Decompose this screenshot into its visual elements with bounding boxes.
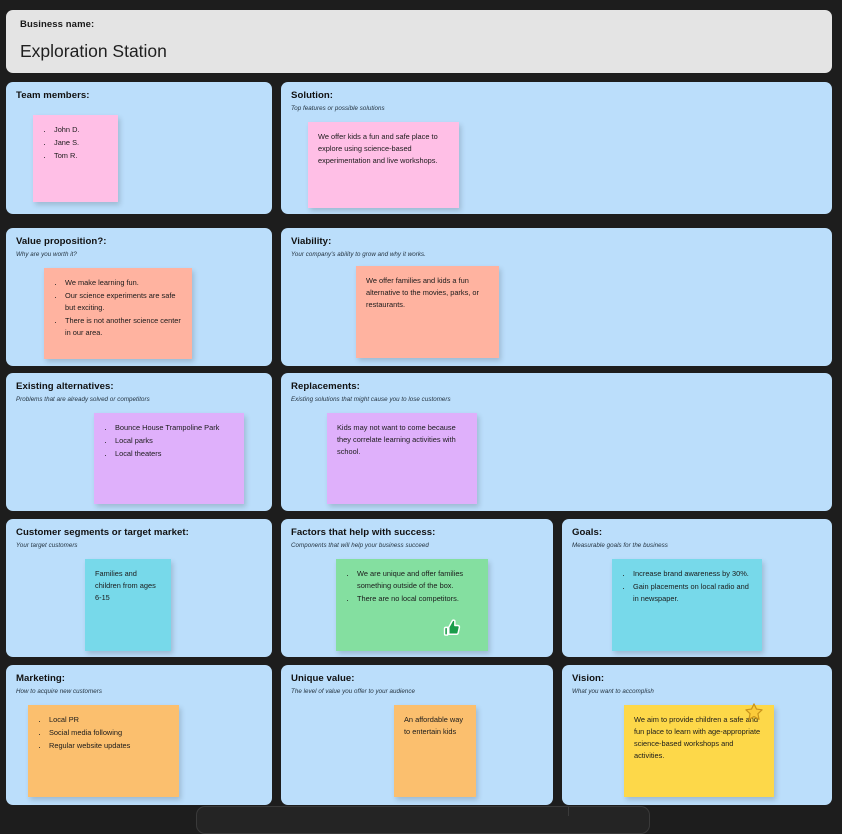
panel-subtitle: What you want to accomplish xyxy=(572,687,654,695)
panel-factors-for-success[interactable]: Factors that help with success: Componen… xyxy=(281,519,553,657)
panel-subtitle: Your target customers xyxy=(16,541,78,549)
sticky-note-team-members[interactable]: John D. Jane S. Tom R. xyxy=(33,115,118,202)
sticky-note-customer-segments[interactable]: Families and children from ages 6-15 xyxy=(85,559,171,651)
list-item: Our science experiments are safe but exc… xyxy=(64,290,182,314)
list-item: Social media following xyxy=(48,727,169,739)
panel-subtitle: How to acquire new customers xyxy=(16,687,102,695)
sticky-note-unique-value[interactable]: An affordable way to entertain kids xyxy=(394,705,476,797)
note-text: An affordable way to entertain kids xyxy=(404,715,464,736)
sticky-note-goals[interactable]: Increase brand awareness by 30%. Gain pl… xyxy=(612,559,762,651)
panel-title: Factors that help with success: xyxy=(291,527,436,538)
note-list: John D. Jane S. Tom R. xyxy=(43,124,108,162)
panel-title: Team members: xyxy=(16,90,90,101)
panel-unique-value[interactable]: Unique value: The level of value you off… xyxy=(281,665,553,805)
panel-team-members[interactable]: Team members: John D. Jane S. Tom R. xyxy=(6,82,272,214)
sticky-note-value-proposition[interactable]: We make learning fun. Our science experi… xyxy=(44,268,192,359)
panel-title: Existing alternatives: xyxy=(16,381,114,392)
business-name-header[interactable]: Business name: Exploration Station xyxy=(6,10,832,73)
sticky-note-replacements[interactable]: Kids may not want to come because they c… xyxy=(327,413,477,504)
lean-canvas-board: Business name: Exploration Station Team … xyxy=(0,0,842,813)
sticky-note-factors-for-success[interactable]: We are unique and offer families somethi… xyxy=(336,559,488,651)
panel-subtitle: Top features or possible solutions xyxy=(291,104,385,112)
note-list: Local PR Social media following Regular … xyxy=(38,714,169,752)
panel-vision[interactable]: Vision: What you want to accomplish We a… xyxy=(562,665,832,805)
panel-subtitle: The level of value you offer to your aud… xyxy=(291,687,416,695)
panel-goals[interactable]: Goals: Measurable goals for the business… xyxy=(562,519,832,657)
sticky-note-solution[interactable]: We offer kids a fun and safe place to ex… xyxy=(308,122,459,208)
list-item: Local theaters xyxy=(114,448,234,460)
panel-title: Customer segments or target market: xyxy=(16,527,189,538)
note-list: Increase brand awareness by 30%. Gain pl… xyxy=(622,568,752,605)
list-item: Jane S. xyxy=(53,137,108,149)
list-item: We are unique and offer families somethi… xyxy=(356,568,478,592)
list-item: We make learning fun. xyxy=(64,277,182,289)
note-list: We are unique and offer families somethi… xyxy=(346,568,478,605)
sticky-note-existing-alternatives[interactable]: Bounce House Trampoline Park Local parks… xyxy=(94,413,244,504)
note-text: We offer families and kids a fun alterna… xyxy=(366,276,479,309)
panel-existing-alternatives[interactable]: Existing alternatives: Problems that are… xyxy=(6,373,272,511)
panel-title: Goals: xyxy=(572,527,603,538)
list-item: Tom R. xyxy=(53,150,108,162)
list-item: John D. xyxy=(53,124,108,136)
list-item: There are no local competitors. xyxy=(356,593,478,605)
list-item: Increase brand awareness by 30%. xyxy=(632,568,752,580)
note-text: Families and children from ages 6-15 xyxy=(95,569,156,602)
list-item: There is not another science center in o… xyxy=(64,315,182,339)
panel-subtitle: Measurable goals for the business xyxy=(572,541,668,549)
panel-customer-segments[interactable]: Customer segments or target market: Your… xyxy=(6,519,272,657)
list-item: Gain placements on local radio and in ne… xyxy=(632,581,752,605)
panel-title: Value proposition?: xyxy=(16,236,107,247)
panel-title: Replacements: xyxy=(291,381,360,392)
panel-subtitle: Components that will help your business … xyxy=(291,541,429,549)
sticky-note-marketing[interactable]: Local PR Social media following Regular … xyxy=(28,705,179,797)
panel-viability[interactable]: Viability: Your company's ability to gro… xyxy=(281,228,832,366)
panel-title: Marketing: xyxy=(16,673,66,684)
panel-subtitle: Problems that are already solved or comp… xyxy=(16,395,150,403)
list-item: Local PR xyxy=(48,714,169,726)
panel-title: Solution: xyxy=(291,90,334,101)
business-name-label: Business name: xyxy=(20,19,95,30)
toolbar-divider xyxy=(568,806,569,816)
panel-subtitle: Your company's ability to grow and why i… xyxy=(291,250,426,258)
thumbs-up-icon xyxy=(440,617,462,639)
panel-title: Vision: xyxy=(572,673,605,684)
panel-subtitle: Why are you worth it? xyxy=(16,250,77,258)
list-item: Bounce House Trampoline Park xyxy=(114,422,234,434)
sticky-note-viability[interactable]: We offer families and kids a fun alterna… xyxy=(356,266,499,358)
note-text: We aim to provide children a safe and fu… xyxy=(634,715,761,760)
panel-subtitle: Existing solutions that might cause you … xyxy=(291,395,451,403)
note-text: We offer kids a fun and safe place to ex… xyxy=(318,132,438,165)
panel-replacements[interactable]: Replacements: Existing solutions that mi… xyxy=(281,373,832,511)
panel-value-proposition[interactable]: Value proposition?: Why are you worth it… xyxy=(6,228,272,366)
note-list: Bounce House Trampoline Park Local parks… xyxy=(104,422,234,460)
sticky-note-vision[interactable]: We aim to provide children a safe and fu… xyxy=(624,703,774,797)
bottom-toolbar[interactable] xyxy=(196,806,650,834)
note-list: We make learning fun. Our science experi… xyxy=(54,277,182,339)
panel-marketing[interactable]: Marketing: How to acquire new customers … xyxy=(6,665,272,805)
note-text: Kids may not want to come because they c… xyxy=(337,423,456,456)
panel-solution[interactable]: Solution: Top features or possible solut… xyxy=(281,82,832,214)
list-item: Local parks xyxy=(114,435,234,447)
panel-title: Viability: xyxy=(291,236,332,247)
list-item: Regular website updates xyxy=(48,740,169,752)
business-name-value[interactable]: Exploration Station xyxy=(20,41,167,61)
panel-title: Unique value: xyxy=(291,673,355,684)
